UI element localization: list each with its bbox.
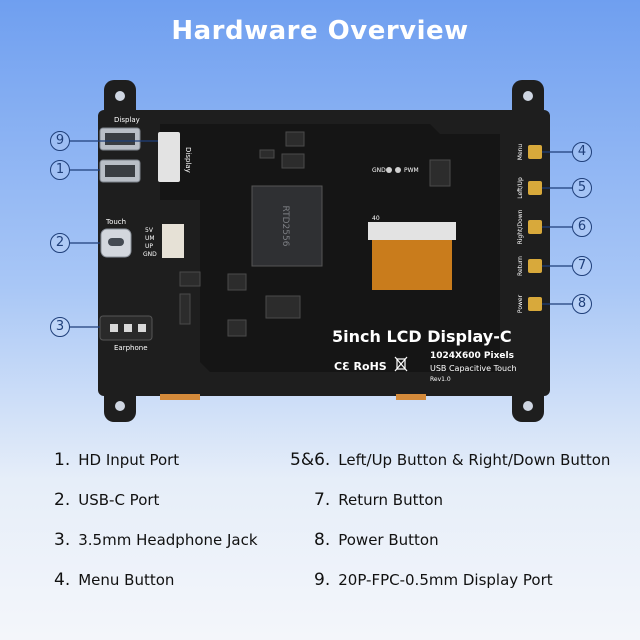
legend-item: 3. 3.5mm Headphone Jack bbox=[54, 530, 258, 550]
cert-marks: CƐ RoHS bbox=[334, 360, 387, 373]
fpc-display-connector bbox=[158, 132, 180, 182]
gnd-label: GND bbox=[372, 167, 386, 174]
legend-num: 8. bbox=[314, 530, 331, 550]
callout-8: 8 bbox=[572, 294, 592, 314]
touch-pin-header bbox=[162, 224, 184, 258]
pcb-area bbox=[160, 124, 500, 372]
callout-3: 3 bbox=[50, 317, 70, 337]
main-chip-marking: RTD2556 bbox=[280, 206, 290, 247]
touch-pin-gnd: GND bbox=[143, 251, 157, 258]
panel-fpc-connector bbox=[368, 222, 456, 240]
callout-4: 4 bbox=[572, 142, 592, 162]
legend-text: Left/Up Button & Right/Down Button bbox=[338, 451, 611, 469]
legend-text: USB-C Port bbox=[78, 491, 160, 509]
legend-item: 4. Menu Button bbox=[54, 570, 174, 590]
weee-bin-icon bbox=[394, 356, 408, 372]
usb-c-port-slot bbox=[108, 238, 124, 246]
fpc-port-silkscreen: Display bbox=[184, 147, 192, 173]
legend-item: 5&6. Left/Up Button & Right/Down Button bbox=[290, 450, 610, 470]
legend-item: 1. HD Input Port bbox=[54, 450, 179, 470]
touch-pin-up: UP bbox=[145, 243, 153, 250]
earphone-label: Earphone bbox=[114, 344, 148, 352]
callout-5: 5 bbox=[572, 178, 592, 198]
display-port-label: Display bbox=[114, 116, 140, 124]
hd-input-port-slot bbox=[105, 165, 135, 177]
callout-1: 1 bbox=[50, 160, 70, 180]
power-silkscreen: Power bbox=[517, 294, 524, 313]
menu-silkscreen: Menu bbox=[517, 144, 524, 161]
legend-item: 9. 20P-FPC-0.5mm Display Port bbox=[314, 570, 553, 590]
return-button[interactable] bbox=[528, 259, 542, 273]
legend-text: Power Button bbox=[338, 531, 439, 549]
callout-7: 7 bbox=[572, 256, 592, 276]
legend-num: 2. bbox=[54, 490, 71, 510]
pwm-pad bbox=[395, 167, 401, 173]
touch-pin-5v: 5V bbox=[145, 227, 154, 234]
touch-port-label: Touch bbox=[105, 218, 126, 226]
headphone-jack-pins bbox=[110, 324, 146, 332]
mounting-holes bbox=[115, 91, 533, 411]
ribbon-edge-right bbox=[396, 394, 426, 400]
pwm-label: PWM bbox=[404, 167, 419, 174]
legend-num: 4. bbox=[54, 570, 71, 590]
right-down-silkscreen: Right/Down bbox=[517, 209, 524, 244]
touch-type-text: USB Capacitive Touch bbox=[430, 364, 517, 373]
legend-num: 5&6. bbox=[290, 450, 331, 470]
legend-num: 7. bbox=[314, 490, 331, 510]
power-button[interactable] bbox=[528, 297, 542, 311]
legend-text: HD Input Port bbox=[78, 451, 180, 469]
legend-text: 20P-FPC-0.5mm Display Port bbox=[338, 571, 553, 589]
ribbon-edge-left bbox=[160, 394, 200, 400]
panel-fpc-ribbon bbox=[372, 240, 452, 290]
legend-num: 3. bbox=[54, 530, 71, 550]
page-title: Hardware Overview bbox=[171, 16, 469, 46]
product-name: 5inch LCD Display-C bbox=[332, 327, 512, 346]
legend-item: 7. Return Button bbox=[314, 490, 443, 510]
touch-pin-um: UM bbox=[145, 235, 155, 242]
revision-text: Rev1.0 bbox=[430, 376, 451, 383]
legend-text: Return Button bbox=[338, 491, 444, 509]
resolution-text: 1024X600 Pixels bbox=[430, 351, 514, 361]
legend-item: 2. USB-C Port bbox=[54, 490, 159, 510]
callout-2: 2 bbox=[50, 233, 70, 253]
legend-item: 8. Power Button bbox=[314, 530, 439, 550]
display-port-slot bbox=[105, 133, 135, 145]
small-components bbox=[179, 131, 451, 337]
legend-text: 3.5mm Headphone Jack bbox=[78, 531, 258, 549]
menu-button[interactable] bbox=[528, 145, 542, 159]
legend-text: Menu Button bbox=[78, 571, 175, 589]
callout-6: 6 bbox=[572, 217, 592, 237]
legend-num: 9. bbox=[314, 570, 331, 590]
main-chip bbox=[251, 185, 323, 267]
right-down-button[interactable] bbox=[528, 220, 542, 234]
fpc-pin-count-label: 40 bbox=[372, 215, 380, 222]
gnd-pad bbox=[386, 167, 392, 173]
left-up-silkscreen: Left/Up bbox=[517, 177, 524, 199]
leader-lines bbox=[70, 140, 572, 328]
side-buttons bbox=[528, 145, 542, 311]
return-silkscreen: Return bbox=[517, 256, 524, 276]
legend-num: 1. bbox=[54, 450, 71, 470]
callout-9: 9 bbox=[50, 131, 70, 151]
left-up-button[interactable] bbox=[528, 181, 542, 195]
